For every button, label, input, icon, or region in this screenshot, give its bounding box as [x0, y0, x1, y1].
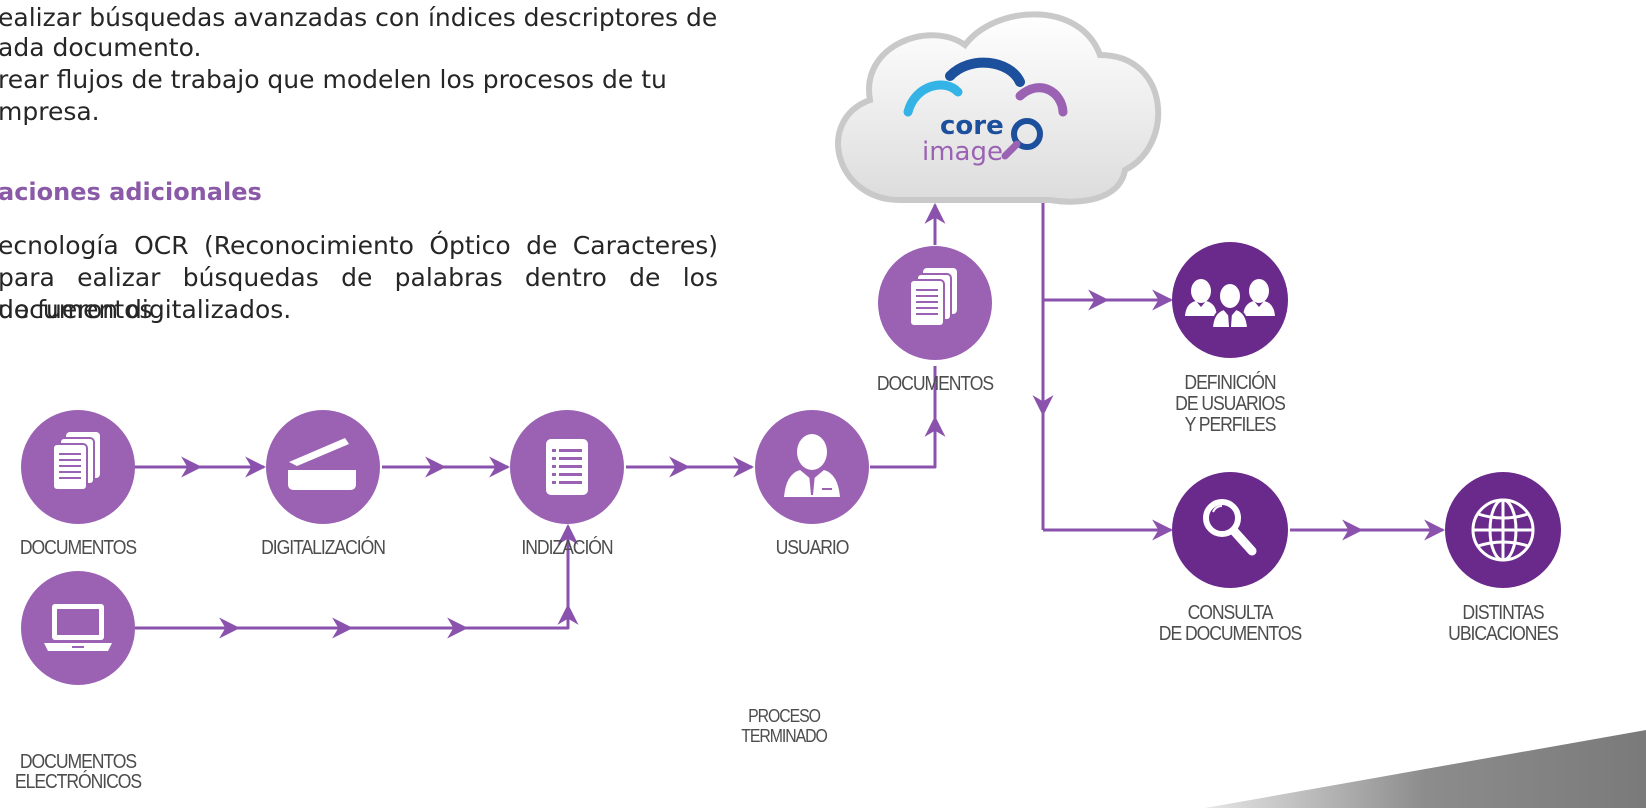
label-usuario: USUARIO: [775, 537, 850, 559]
magnifier-icon: [1203, 499, 1257, 556]
label-consulta: CONSULTA DE DOCUMENTOS: [1158, 602, 1302, 645]
label-digitalizacion: DIGITALIZACIÓN: [261, 537, 386, 559]
user-icon: [784, 434, 840, 497]
index-list-icon: [546, 439, 588, 495]
node-documentos-top: [878, 246, 992, 360]
bullet-line-2: ada documento.: [0, 33, 202, 62]
label-documentos-electronicos: DOCUMENTOS ELECTRÓNICOS: [14, 751, 142, 793]
user-group-icon: [1185, 279, 1275, 329]
decorative-swoosh: [1205, 730, 1646, 808]
scanner-icon: [288, 438, 356, 490]
node-consulta: [1172, 472, 1288, 588]
logo-magnifier-icon: [1001, 118, 1043, 160]
label-definicion-usuarios: DEFINICIÓN DE USUARIOS Y PERFILES: [1175, 372, 1286, 436]
documents-stack-icon: [909, 268, 957, 327]
logo-word-image: image: [922, 137, 1003, 167]
label-documentos: DOCUMENTOS: [19, 537, 137, 559]
node-documentos: [21, 410, 135, 524]
label-documentos-top: DOCUMENTOS: [876, 373, 994, 395]
bullet-line-1: ealizar búsquedas avanzadas con índices …: [0, 3, 718, 32]
ocr-paragraph-last-line: ue fueron digitalizados.: [0, 295, 292, 324]
label-proceso-terminado: PROCESO TERMINADO: [741, 706, 828, 746]
cloud-icon: [835, 11, 1162, 205]
logo-word-core: core: [940, 111, 1004, 141]
ocr-paragraph: ecnología OCR (Reconocimiento Óptico de …: [0, 231, 718, 324]
logo-mark: [903, 57, 1068, 117]
node-definicion-usuarios: [1172, 242, 1288, 358]
node-digitalizacion: [266, 410, 380, 524]
node-ubicaciones: [1445, 472, 1561, 588]
bullet-line-3: rear flujos de trabajo que modelen los p…: [0, 65, 667, 94]
globe-icon: [1471, 498, 1535, 562]
label-indizacion: INDIZACIÓN: [521, 537, 613, 559]
connectors: [134, 202, 1446, 639]
documents-stack-icon: [52, 432, 100, 491]
section-heading: aciones adicionales: [0, 178, 262, 206]
node-documentos-electronicos: [21, 571, 135, 685]
node-indizacion: [510, 410, 624, 524]
bullet-line-4: mpresa.: [0, 97, 100, 126]
label-ubicaciones: DISTINTAS UBICACIONES: [1448, 602, 1559, 645]
node-usuario: [755, 410, 869, 524]
laptop-icon: [44, 604, 112, 651]
